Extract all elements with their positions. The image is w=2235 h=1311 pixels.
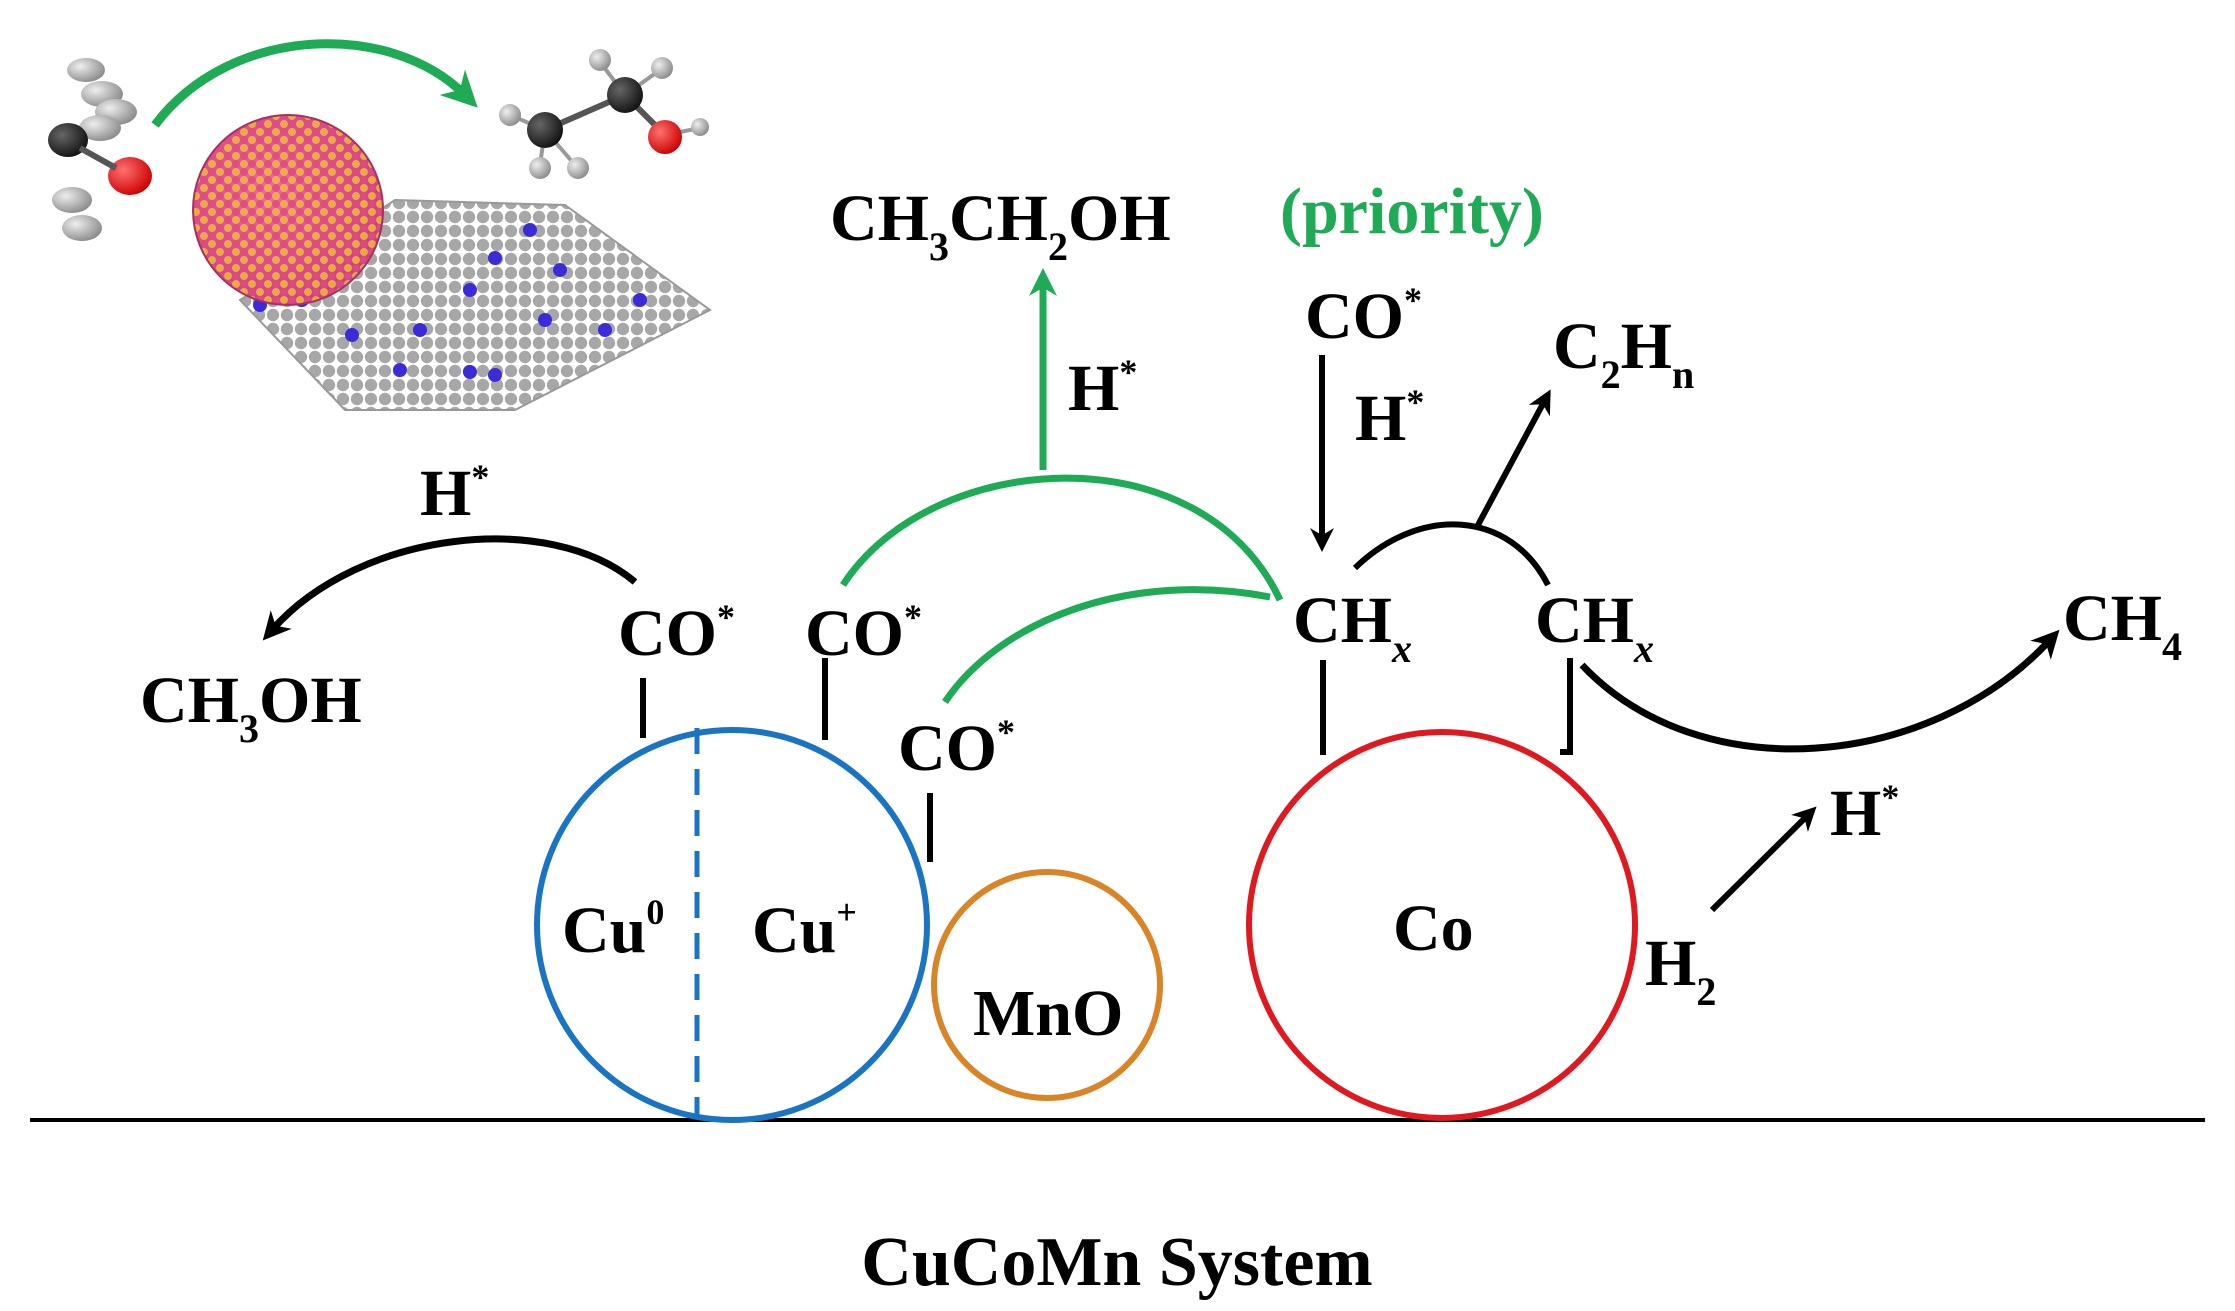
ch4-label: CH4 [2063, 582, 2182, 669]
co-star-interface-label: CO* [898, 712, 1015, 785]
methanol-arrow [262, 535, 638, 641]
cuplus-label: Cu+ [752, 892, 857, 967]
green-arc-lower [942, 586, 1271, 704]
h-star-chx-label: H* [1355, 382, 1424, 455]
mno-particle [931, 869, 1163, 1101]
co-star-cuplus-label: CO* [805, 597, 922, 670]
h2-dissociation-arrow [1709, 806, 1817, 913]
methanol-label: CH3OH [140, 664, 362, 751]
mno-label: MnO [973, 977, 1123, 1050]
chain-growth-arc [1352, 521, 1551, 587]
co-label: Co [1393, 892, 1474, 965]
inset-illustration [48, 39, 712, 411]
ethanol-label: CH3CH2OH [830, 182, 1171, 269]
co-star-cu0-label: CO* [618, 597, 735, 670]
h-star-dissociation-label: H* [1830, 777, 1899, 850]
co-molecule-icon [48, 58, 152, 241]
adsorption-bonds [640, 658, 1573, 862]
co-particle [1246, 729, 1638, 1121]
c2hn-arrow [1475, 389, 1551, 527]
h2-label: H2 [1645, 927, 1716, 1014]
h-star-methanol-label: H* [420, 457, 489, 530]
chx-right-label: CHx [1535, 584, 1654, 671]
c2hn-label: C2Hn [1553, 310, 1694, 397]
priority-label: (priority) [1280, 175, 1544, 248]
caption: CuCoMn System [861, 1224, 1372, 1301]
ethanol-molecule-icon [499, 49, 709, 179]
cu-particle [534, 727, 930, 1123]
h-star-ethanol-label: H* [1068, 352, 1137, 425]
cu0-label: Cu0 [562, 892, 664, 967]
green-arc-upper [840, 474, 1284, 602]
co-star-incoming-label: CO* [1305, 280, 1422, 353]
catalyst-nanoparticle-icon [192, 114, 384, 306]
chx-left-label: CHx [1293, 584, 1412, 671]
inset-reaction-arrow [151, 39, 478, 128]
ch4-arrow [1579, 629, 2060, 753]
